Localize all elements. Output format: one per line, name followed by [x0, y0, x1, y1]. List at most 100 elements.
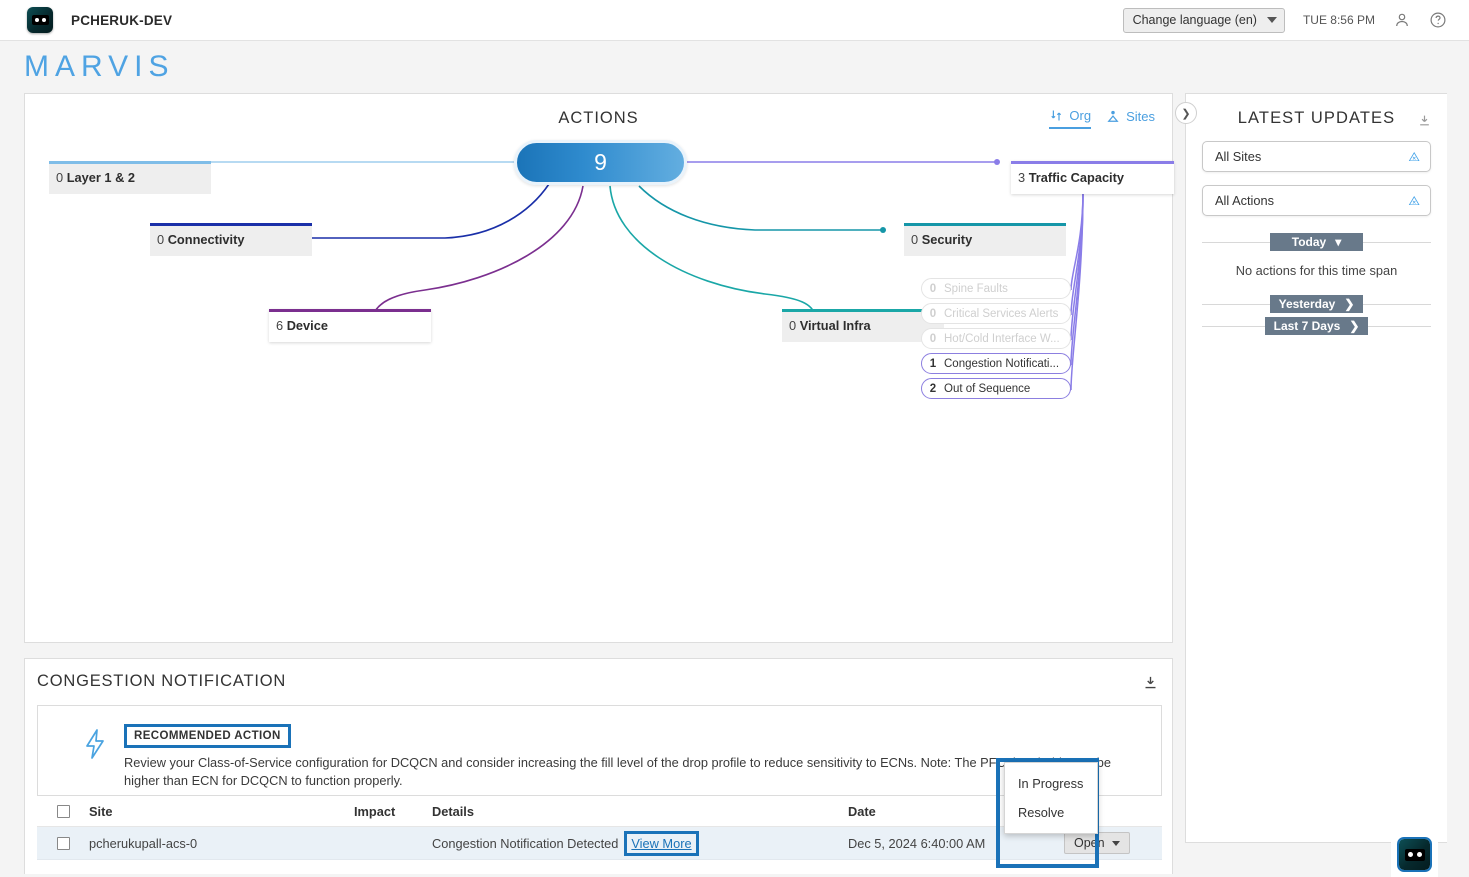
subitem-hot-cold-interface[interactable]: 0 Hot/Cold Interface W... — [921, 328, 1071, 349]
category-count: 3 — [1018, 170, 1026, 185]
category-count: 6 — [276, 318, 284, 333]
empty-state-message: No actions for this time span — [1235, 263, 1398, 278]
subitem-label: Critical Services Alerts — [944, 307, 1059, 320]
row-checkbox[interactable] — [37, 836, 89, 850]
scope-toggle: Org Sites — [1049, 108, 1155, 129]
chevron-down-icon: ⨻ — [1408, 192, 1420, 208]
subitem-label: Congestion Notificati... — [944, 357, 1060, 370]
last-7-days-chip[interactable]: Last 7 Days ❯ — [1264, 316, 1369, 335]
table-row[interactable]: pcherukupall-acs-0 Congestion Notificati… — [37, 827, 1162, 860]
scope-tab-org[interactable]: Org — [1049, 108, 1092, 129]
category-label: Connectivity — [167, 232, 245, 247]
category-color-bar — [269, 309, 431, 312]
category-color-bar — [904, 223, 1066, 226]
category-count: 0 — [789, 318, 797, 333]
cell-details-text: Congestion Notification Detected — [432, 835, 619, 851]
table-header-row: Site Impact Details Date — [37, 796, 1162, 827]
chevron-right-icon[interactable]: ❯ — [1175, 102, 1197, 124]
yesterday-chip[interactable]: Yesterday ❯ — [1269, 294, 1364, 313]
actions-diagram-card: ACTIONS Org Sites — [24, 93, 1174, 643]
checkbox-icon — [56, 804, 70, 818]
subitem-out-of-sequence[interactable]: 2 Out of Sequence — [921, 378, 1071, 399]
user-icon[interactable] — [1393, 11, 1411, 29]
clock: TUE 8:56 PM — [1302, 13, 1375, 27]
yesterday-divider: Yesterday ❯ — [1202, 294, 1431, 313]
category-color-bar — [150, 223, 312, 226]
recommended-action-text: Review your Class-of-Service configurati… — [124, 755, 1111, 788]
status-dropdown-menu[interactable]: In Progress Resolve — [1004, 762, 1098, 834]
column-header-details[interactable]: Details — [432, 803, 474, 819]
checkbox-icon — [56, 836, 70, 850]
category-color-bar — [782, 309, 944, 312]
action-filter-select[interactable]: All Actions ⨻ — [1202, 185, 1431, 216]
category-connectivity[interactable]: 0 Connectivity — [150, 223, 312, 256]
today-chip[interactable]: Today ▾ — [1270, 232, 1363, 251]
top-bar: PCHERUK-DEV Change language (en) TUE 8:5… — [0, 0, 1469, 41]
status-dropdown-button[interactable]: Open — [1064, 832, 1130, 854]
subitem-label: Hot/Cold Interface W... — [944, 332, 1060, 345]
cell-status: Open — [1064, 832, 1162, 854]
bot-screen — [31, 15, 49, 25]
site-filter-value: All Sites — [1215, 149, 1262, 164]
cell-date: Dec 5, 2024 6:40:00 AM — [848, 835, 986, 851]
subitem-count: 1 — [929, 357, 937, 370]
actions-root-node[interactable]: 9 — [514, 140, 687, 185]
top-bar-right: Change language (en) TUE 8:56 PM — [1122, 7, 1469, 33]
bot-eye-left — [1407, 852, 1413, 857]
congestion-notification-card: CONGESTION NOTIFICATION RECOMMENDED ACTI… — [24, 658, 1173, 874]
category-label: Security — [921, 232, 973, 247]
chevron-right-icon: ❯ — [1344, 296, 1355, 311]
language-select-label: Change language (en) — [1132, 13, 1257, 27]
category-layer1-2[interactable]: 0 Layer 1 & 2 — [49, 161, 211, 194]
subitem-spine-faults[interactable]: 0 Spine Faults — [921, 278, 1071, 299]
status-menu-item-resolve[interactable]: Resolve — [1018, 805, 1065, 820]
subitem-count: 0 — [929, 282, 937, 295]
category-virtual-infra[interactable]: 0 Virtual Infra — [782, 309, 944, 342]
download-icon[interactable] — [1143, 675, 1158, 695]
help-icon[interactable] — [1429, 11, 1447, 29]
subitem-label: Spine Faults — [944, 282, 1008, 295]
category-count: 0 — [56, 170, 64, 185]
recommended-action-box: RECOMMENDED ACTION Review your Class-of-… — [37, 705, 1162, 796]
status-menu-item-in-progress[interactable]: In Progress — [1018, 776, 1084, 791]
org-name: PCHERUK-DEV — [71, 12, 173, 28]
yesterday-chip-label: Yesterday — [1278, 296, 1336, 311]
today-divider: Today ▾ — [1202, 232, 1431, 251]
category-security[interactable]: 0 Security — [904, 223, 1066, 256]
diagram-title: ACTIONS — [558, 109, 639, 127]
last-7-days-chip-label: Last 7 Days — [1273, 318, 1341, 333]
select-all-checkbox[interactable] — [37, 804, 89, 818]
scope-tab-org-label: Org — [1069, 108, 1092, 123]
chevron-down-icon — [1266, 17, 1277, 23]
scope-tab-sites[interactable]: Sites — [1105, 109, 1155, 129]
latest-updates-panel: ❯ LATEST UPDATES All Sites ⨻ All Actions… — [1175, 93, 1447, 843]
subitem-congestion-notification[interactable]: 1 Congestion Notificati... — [921, 353, 1071, 374]
chevron-right-icon: ❯ — [1349, 318, 1360, 333]
page-title: MARVIS — [24, 50, 175, 83]
category-traffic-capacity[interactable]: 3 Traffic Capacity — [1011, 161, 1174, 194]
category-label: Virtual Infra — [799, 318, 871, 333]
language-select[interactable]: Change language (en) — [1122, 7, 1285, 33]
category-color-bar — [49, 161, 211, 164]
last7-divider: Last 7 Days ❯ — [1202, 316, 1431, 335]
bot-screen — [1404, 848, 1425, 861]
column-header-impact[interactable]: Impact — [354, 803, 396, 819]
subitem-label: Out of Sequence — [944, 382, 1031, 395]
marvis-bot-icon[interactable] — [27, 7, 53, 33]
congestion-table: Site Impact Details Date pcherukupall-ac… — [37, 796, 1162, 860]
bot-eye-left — [34, 18, 39, 22]
chevron-down-icon: ▾ — [1335, 234, 1342, 249]
category-device[interactable]: 6 Device — [269, 309, 431, 342]
category-label: Traffic Capacity — [1028, 170, 1124, 185]
column-header-date[interactable]: Date — [848, 803, 876, 819]
marvis-bot-icon[interactable] — [1397, 837, 1432, 872]
category-label: Layer 1 & 2 — [66, 170, 135, 185]
column-header-site[interactable]: Site — [89, 803, 113, 819]
site-filter-select[interactable]: All Sites ⨻ — [1202, 141, 1431, 172]
view-more-link[interactable]: View More — [624, 830, 699, 856]
subitem-critical-services-alerts[interactable]: 0 Critical Services Alerts — [921, 303, 1071, 324]
status-dropdown-label: Open — [1074, 836, 1105, 850]
download-icon[interactable] — [1418, 113, 1431, 132]
actions-root-count: 9 — [594, 149, 607, 175]
recommended-action-body: RECOMMENDED ACTION Review your Class-of-… — [124, 724, 1134, 790]
